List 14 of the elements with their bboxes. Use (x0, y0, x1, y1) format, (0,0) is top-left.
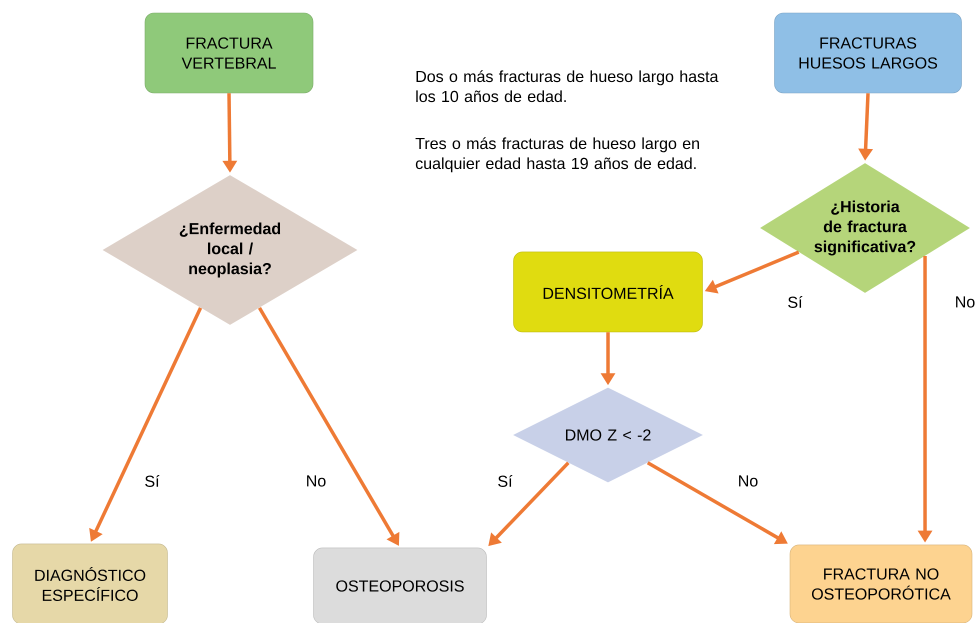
box-node: FRACTURA VERTEBRAL (144, 12, 314, 94)
note-text: Dos o más fracturas de hueso largo hasta los 10 años de edad. (416, 70, 718, 102)
edge-label: Sí (786, 295, 804, 309)
edge-label: No (954, 295, 976, 309)
box-node: DENSITOMETRÍA (513, 252, 703, 332)
edge-label: No (736, 474, 760, 488)
box-node: FRACTURA NO OSTEOPORÓTICA (790, 544, 972, 623)
box-node: OSTEOPOROSIS (313, 548, 487, 623)
edge-label: No (304, 474, 328, 488)
edge-label: Sí (496, 474, 514, 488)
note-text: Tres o más fracturas de hueso largo en cualquier edad hasta 19 años de edad. (416, 137, 699, 172)
box-node: FRACTURAS HUESOS LARGOS (774, 12, 962, 94)
box-node: DIAGNÓSTICO ESPECÍFICO (12, 544, 168, 623)
edge-label: Sí (143, 474, 161, 488)
